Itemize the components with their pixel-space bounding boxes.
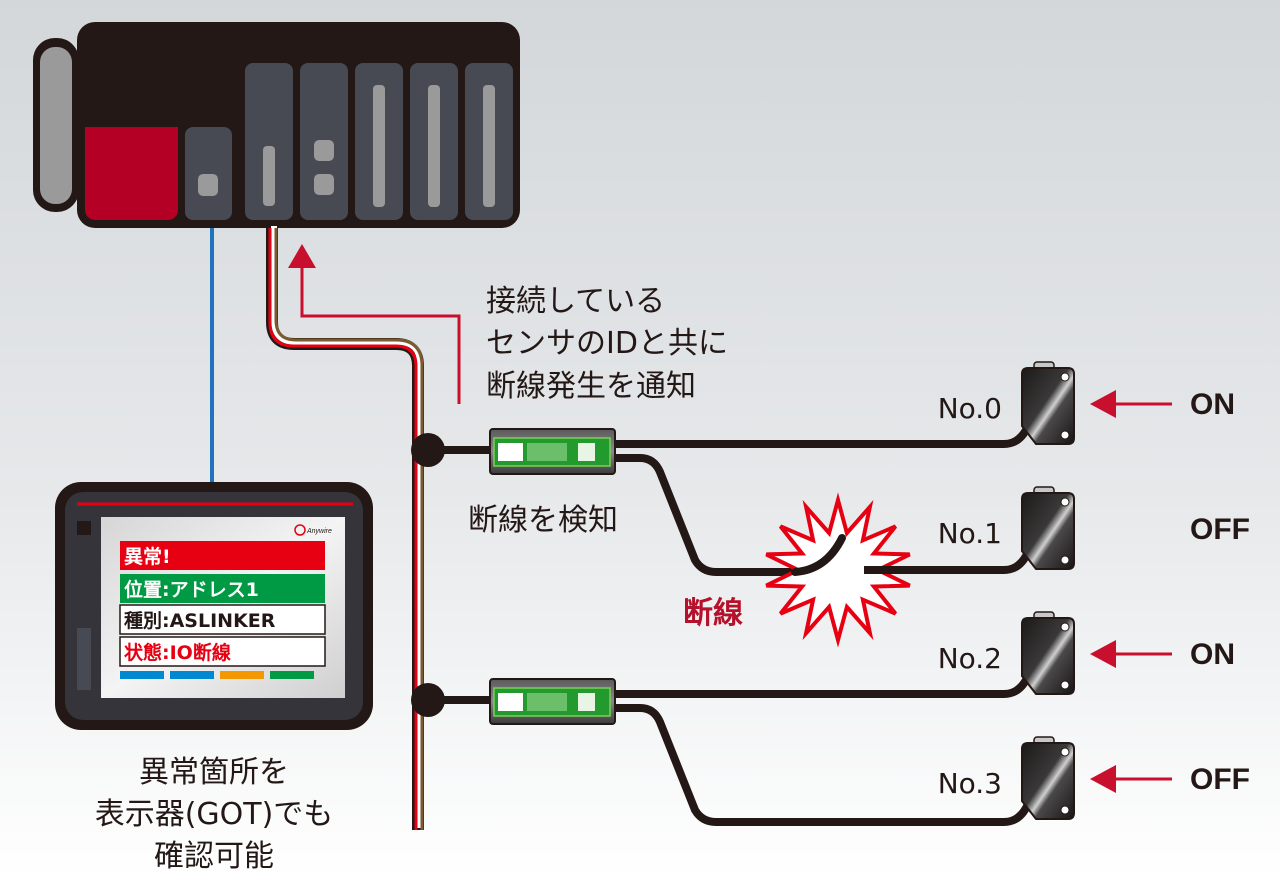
sensor-id-label: No.1 — [938, 517, 1002, 550]
sensor-state-label: ON — [1190, 388, 1235, 421]
got-side-slot — [77, 628, 91, 690]
sensor-state-label: OFF — [1190, 513, 1250, 546]
plc-indicator — [198, 174, 218, 196]
trunk-cable — [266, 226, 424, 830]
got-logo: Anywire — [306, 528, 332, 535]
got-caption-line-2: 表示器(GOT)でも — [95, 797, 334, 832]
sensor-3: No.3 OFF — [938, 736, 1250, 820]
input-arrow-icon — [1090, 390, 1172, 418]
got-power-button — [77, 521, 91, 535]
notify-text-line-1: 接続している — [486, 284, 665, 319]
plc-module-1 — [185, 127, 232, 220]
got-function-button — [220, 671, 264, 679]
got-row-1: 位置:アドレス1 — [120, 574, 325, 603]
notify-text-line-2: センサのIDと共に — [486, 326, 728, 361]
plc-module-2 — [245, 63, 293, 220]
sensor-id-label: No.0 — [938, 392, 1002, 425]
got-row-text: 状態:IO断線 — [124, 641, 231, 664]
photoelectric-sensor-icon — [1021, 617, 1075, 695]
sensor-0: No.0 ON — [938, 361, 1235, 445]
junction-2 — [411, 683, 445, 717]
got-function-button — [170, 671, 214, 679]
linker-led-icon — [578, 443, 595, 461]
sensor-1: No.1 OFF — [938, 486, 1250, 570]
wire-break-burst-icon — [765, 492, 911, 648]
input-arrow-icon — [1090, 640, 1172, 668]
got-function-button — [270, 671, 314, 679]
got-row-3: 状態:IO断線 — [119, 636, 326, 667]
sensor-state-label: OFF — [1190, 763, 1250, 796]
sensor-id-label: No.2 — [938, 642, 1002, 675]
sensor-id-label: No.3 — [938, 767, 1002, 800]
got-caption-line-3: 確認可能 — [154, 839, 274, 874]
got-row-text: 位置:アドレス1 — [124, 578, 259, 601]
linker-led-icon — [578, 693, 595, 711]
break-label: 断線 — [683, 596, 743, 631]
aslinker-unit — [489, 678, 616, 725]
input-arrow-icon — [1090, 765, 1172, 793]
plc-indicator — [373, 85, 385, 207]
detect-label: 断線を検知 — [468, 503, 618, 538]
linker-label — [498, 693, 523, 711]
got-logo-icon — [294, 524, 306, 536]
notify-text-line-3: 断線発生を通知 — [486, 369, 696, 404]
got-function-button — [120, 671, 164, 679]
notify-arrow — [288, 244, 461, 404]
plc-rack — [33, 22, 520, 228]
sensor-2: No.2 ON — [938, 611, 1235, 695]
plc-indicator — [263, 146, 275, 206]
aslinker-unit — [489, 428, 616, 475]
junction-1 — [411, 433, 445, 467]
plc-indicator — [314, 174, 334, 195]
photoelectric-sensor-icon — [1021, 367, 1075, 445]
got-row-text: 異常! — [124, 545, 171, 568]
got-caption-line-1: 異常箇所を — [139, 755, 289, 790]
got-display: Anywire 異常! 位置:アドレス1 種別:ASLINKER 状態:IO断線 — [55, 482, 373, 730]
plc-indicator — [314, 140, 334, 161]
got-row-2: 種別:ASLINKER — [119, 604, 326, 635]
plc-indicator — [428, 85, 440, 207]
linker-label — [498, 443, 523, 461]
photoelectric-sensor-icon — [1021, 492, 1075, 570]
got-row-text: 種別:ASLINKER — [124, 610, 276, 632]
got-row-0: 異常! — [120, 541, 325, 570]
sensor-state-label: ON — [1190, 638, 1235, 671]
plc-indicator — [483, 85, 495, 207]
photoelectric-sensor-icon — [1021, 742, 1075, 820]
